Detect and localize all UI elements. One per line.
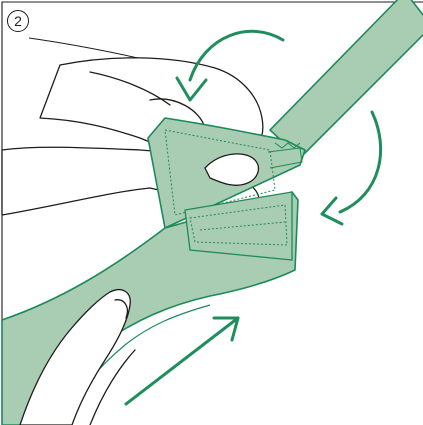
upper-strap: [270, 0, 423, 160]
step-number-badge: 2: [7, 10, 29, 32]
arrow-bottom-icon: [126, 318, 238, 404]
arrow-right-icon: [322, 112, 381, 224]
step-number: 2: [14, 14, 22, 28]
